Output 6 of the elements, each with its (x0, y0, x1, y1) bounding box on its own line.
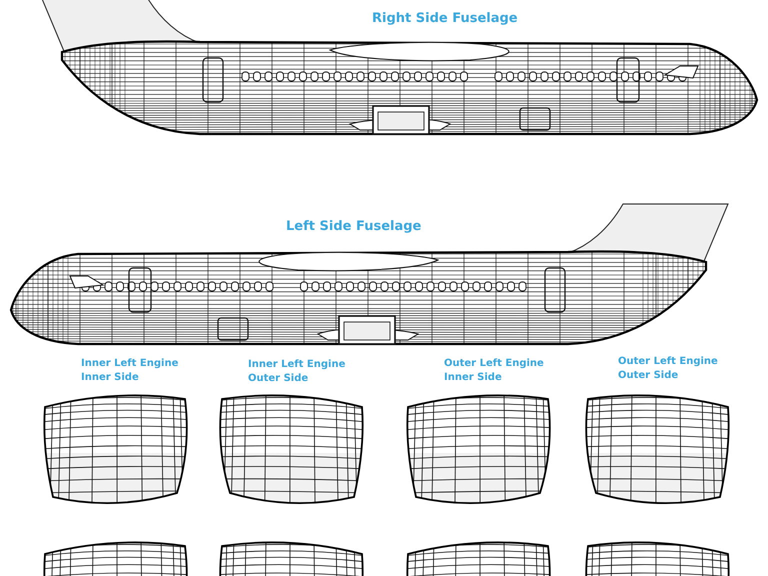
engine-caption: Outer Left Engine Outer Side (618, 355, 719, 382)
engine-caption: Outer Left Engine Inner Side (444, 357, 545, 384)
section-title: Left Side Fuselage (286, 218, 422, 236)
section-title: Right Side Fuselage (372, 10, 518, 28)
engine-caption: Inner Left Engine Inner Side (81, 357, 180, 384)
engine-caption: Inner Left Engine Outer Side (248, 358, 346, 385)
